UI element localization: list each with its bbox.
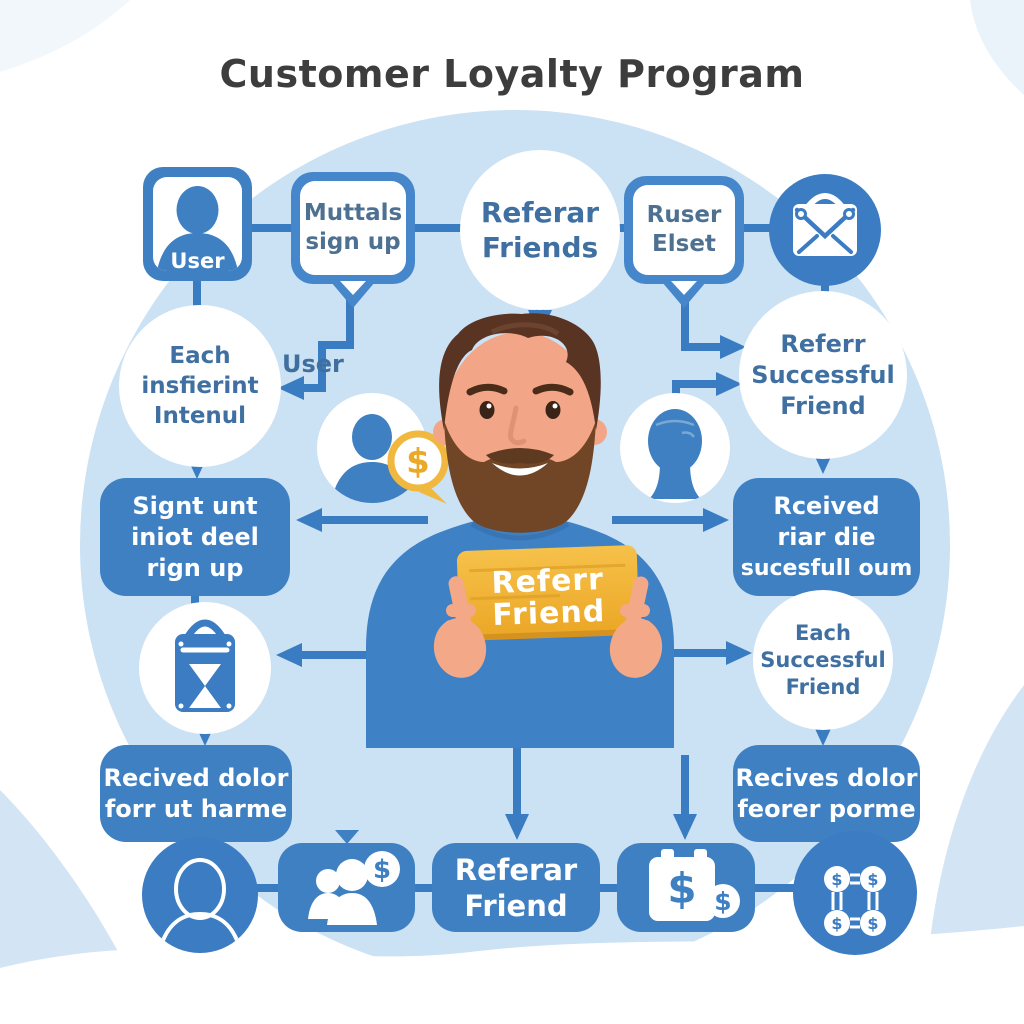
received-dollar-left-box: Recived dolor forr ut harme [100, 745, 292, 842]
user-node-panel [153, 177, 242, 271]
box-line: feorer porme [737, 794, 916, 823]
bubble-line: sign up [305, 229, 401, 255]
bubble-tail-notch [671, 281, 697, 295]
people-dollar-icon: $ [308, 851, 400, 925]
person-outline-node [142, 837, 258, 953]
box-line: Friend [464, 888, 568, 923]
envelope-node [769, 174, 881, 286]
box-line: Recives dolor [735, 763, 918, 792]
page-title: Customer Loyalty Program [219, 52, 805, 96]
each-insfierint-circle: Each insfierint Intenul [119, 305, 281, 467]
dollar-glyph: $ [867, 870, 878, 889]
box-line: Referar [454, 852, 578, 887]
refer-friend-box: Referar Friend [432, 843, 600, 932]
bubble-tail-notch [340, 281, 366, 295]
circle-line: Intenul [153, 403, 247, 429]
user-node-label: User [170, 249, 225, 273]
circle-line: Referar [480, 196, 600, 229]
card-line: Friend [492, 594, 606, 633]
svg-text:Referr: Referr [491, 562, 605, 601]
user-arrow-label: User [282, 350, 344, 378]
coins-network-icon: $ $ $ $ [824, 866, 886, 936]
circle-line: Friend [780, 391, 866, 420]
box-line: sucesfull oum [740, 555, 913, 581]
dollar-glyph: $ [406, 442, 430, 482]
circle-line: Each [795, 620, 851, 645]
box-line: rign up [146, 553, 244, 582]
man-beard [444, 420, 596, 533]
card-line: Referr [491, 562, 605, 601]
each-successful-circle: Each Successful Friend [753, 590, 893, 730]
box-line: Recived dolor [103, 763, 289, 792]
bubble-line: Elset [652, 231, 716, 257]
circle-line: Successful [760, 647, 886, 672]
connector [681, 290, 746, 359]
dollar-glyph: $ [667, 864, 696, 913]
dollar-glyph: $ [714, 887, 731, 916]
sign-up-box: Signt unt iniot deel rign up [100, 478, 290, 596]
shopping-bag-node [139, 602, 271, 734]
circle-line: Each [169, 343, 231, 369]
bubble-line: Muttals [303, 200, 403, 226]
man-illustration: Referr Friend [366, 313, 674, 748]
circle-line: Referr [780, 329, 866, 358]
box-line: riar die [777, 522, 876, 551]
man-smile [492, 463, 548, 476]
referral-card: Referr Friend [456, 545, 640, 641]
circle-line: insfierint [141, 373, 259, 399]
circle-line: Friends [481, 231, 599, 264]
shopping-bag-icon [175, 619, 235, 712]
box-line: iniot deel [131, 522, 259, 551]
head-back-icon [648, 409, 702, 499]
box-line: Signt unt [132, 491, 258, 520]
svg-text:Friend: Friend [492, 594, 606, 633]
wallet-dollar-node: $ $ [617, 843, 755, 932]
circle-line: Successful [751, 360, 895, 389]
connector [278, 290, 354, 400]
user-silhouette-icon [157, 186, 238, 271]
bubble-line: Ruser [646, 202, 722, 228]
coins-network-node: $ $ $ $ [793, 831, 917, 955]
received-reward-box: Rceived riar die sucesfull oum [733, 478, 920, 596]
received-dollar-right-box: Recives dolor feorer porme [733, 745, 920, 842]
circle-line: Friend [785, 674, 861, 699]
dollar-glyph: $ [831, 914, 842, 933]
dollar-bubble-icon: $ [387, 430, 449, 504]
refer-friends-circle: Referar Friends [460, 150, 620, 310]
man-hands [433, 576, 663, 678]
wallet-dollar-icon: $ $ [649, 849, 740, 921]
box-line: Rceived [773, 491, 880, 520]
box-notch [334, 830, 359, 844]
friend-avatar-circle [620, 393, 730, 503]
person-outline-icon [160, 858, 240, 944]
dollar-glyph: $ [373, 855, 391, 885]
mutuals-sign-up-bubble: Muttals sign up [291, 172, 415, 308]
dollar-glyph: $ [831, 870, 842, 889]
box-line: forr ut harme [104, 794, 288, 823]
dollar-glyph: $ [867, 914, 878, 933]
ruser-bubble: Ruser Elset [624, 176, 744, 308]
people-dollar-node: $ [278, 830, 415, 932]
user-node: User [143, 167, 252, 281]
referr-successful-circle: Referr Successful Friend [739, 291, 907, 459]
envelope-icon [793, 193, 857, 256]
